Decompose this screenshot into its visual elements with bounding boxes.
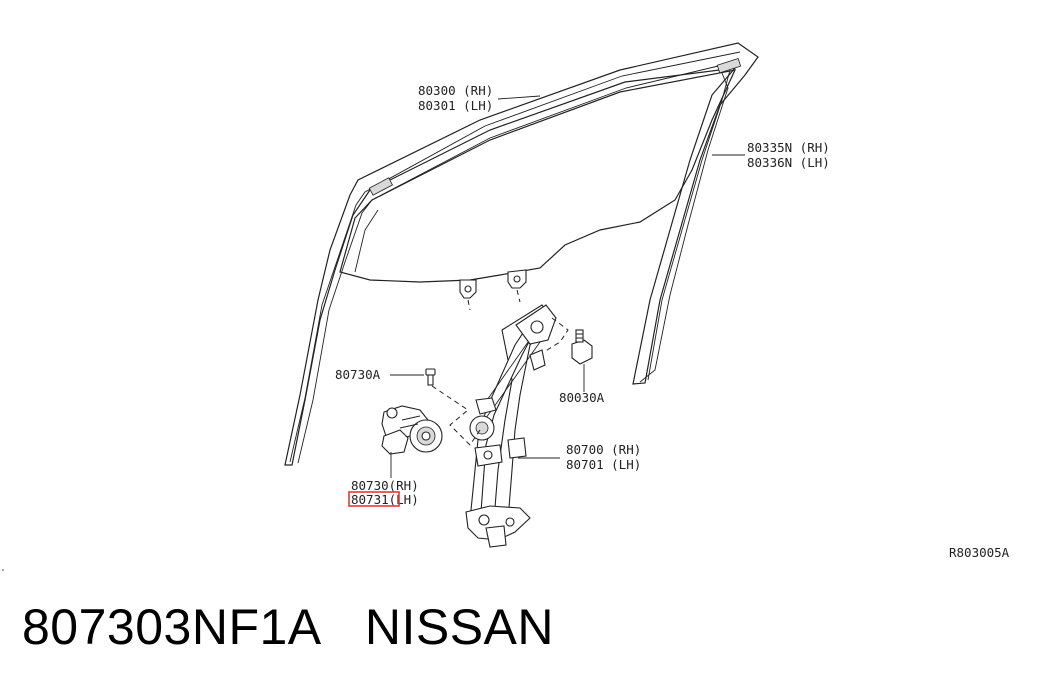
callout-screw-label: 80730A xyxy=(335,367,381,382)
bolt-80030a xyxy=(571,329,593,365)
brand-name: NISSAN xyxy=(364,599,555,655)
callout-regulator: 80700 (RH) 80701 (LH) xyxy=(566,442,641,472)
corner-mark xyxy=(2,569,4,571)
window-regulator xyxy=(465,304,557,548)
leader-lines xyxy=(390,95,745,478)
callout-motor-rh: 80730(RH) xyxy=(351,478,419,493)
callout-glass-lh: 80301 (LH) xyxy=(418,98,493,113)
callout-motor-lh: 80731(LH) xyxy=(351,492,419,507)
door-glass xyxy=(339,69,737,299)
callout-bolt-label: 80030A xyxy=(559,390,605,405)
caption: 807303NF1A NISSAN xyxy=(22,598,554,656)
callout-bolt: 80030A xyxy=(559,390,605,405)
callout-run-rh: 80335N (RH) xyxy=(747,140,830,155)
assembly-guides xyxy=(431,289,569,446)
callout-run: 80335N (RH) 80336N (LH) xyxy=(747,140,830,170)
part-number: 807303NF1A xyxy=(22,599,322,655)
callout-regulator-rh: 80700 (RH) xyxy=(566,442,641,457)
reference-code: R803005A xyxy=(949,545,1010,560)
glass-run-channel xyxy=(284,42,759,466)
callout-glass: 80300 (RH) 80301 (LH) xyxy=(418,83,493,113)
screw-80730a xyxy=(425,368,436,386)
callout-run-lh: 80336N (LH) xyxy=(747,155,830,170)
callout-glass-rh: 80300 (RH) xyxy=(418,83,493,98)
highlight-box xyxy=(348,491,400,507)
callout-motor: 80730(RH) 80731(LH) xyxy=(348,478,419,507)
callout-screw: 80730A xyxy=(335,367,381,382)
callout-regulator-lh: 80701 (LH) xyxy=(566,457,641,472)
regulator-motor xyxy=(381,405,443,455)
